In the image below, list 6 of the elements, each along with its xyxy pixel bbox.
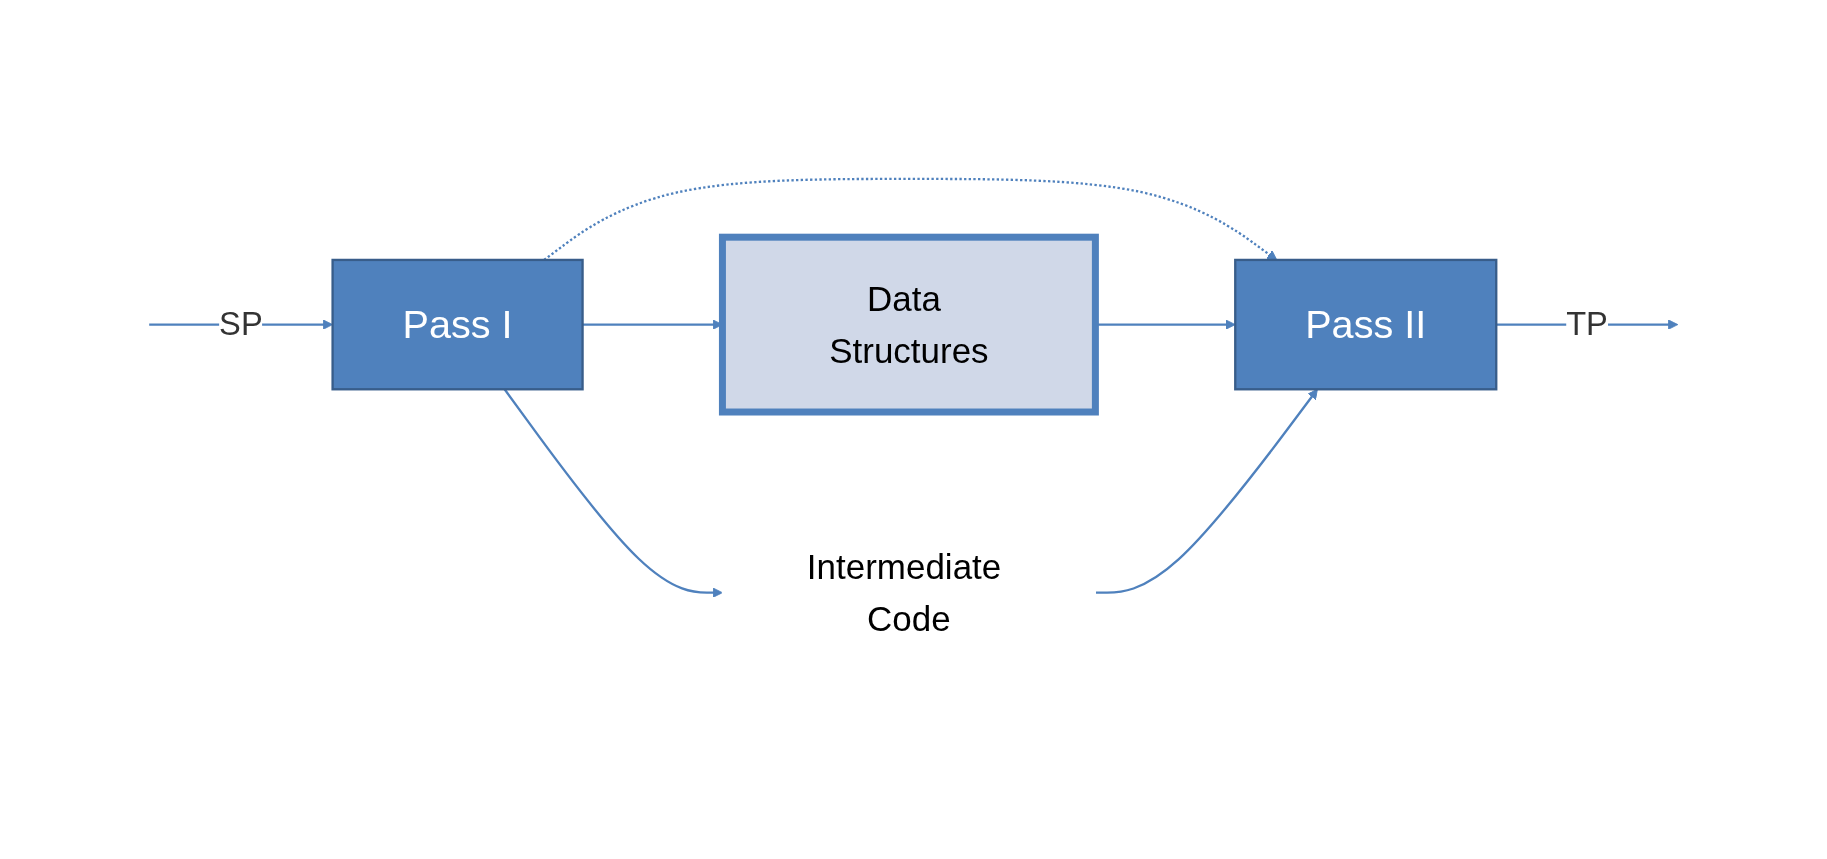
node-text: Intermediate Code: [806, 547, 1002, 639]
edge-label: SP: [219, 305, 263, 343]
node-box: Data Structures: [718, 233, 1099, 416]
node-box: Pass II: [1234, 258, 1498, 391]
node-box: Pass I: [331, 258, 584, 391]
edge-label: TP: [1566, 305, 1608, 343]
